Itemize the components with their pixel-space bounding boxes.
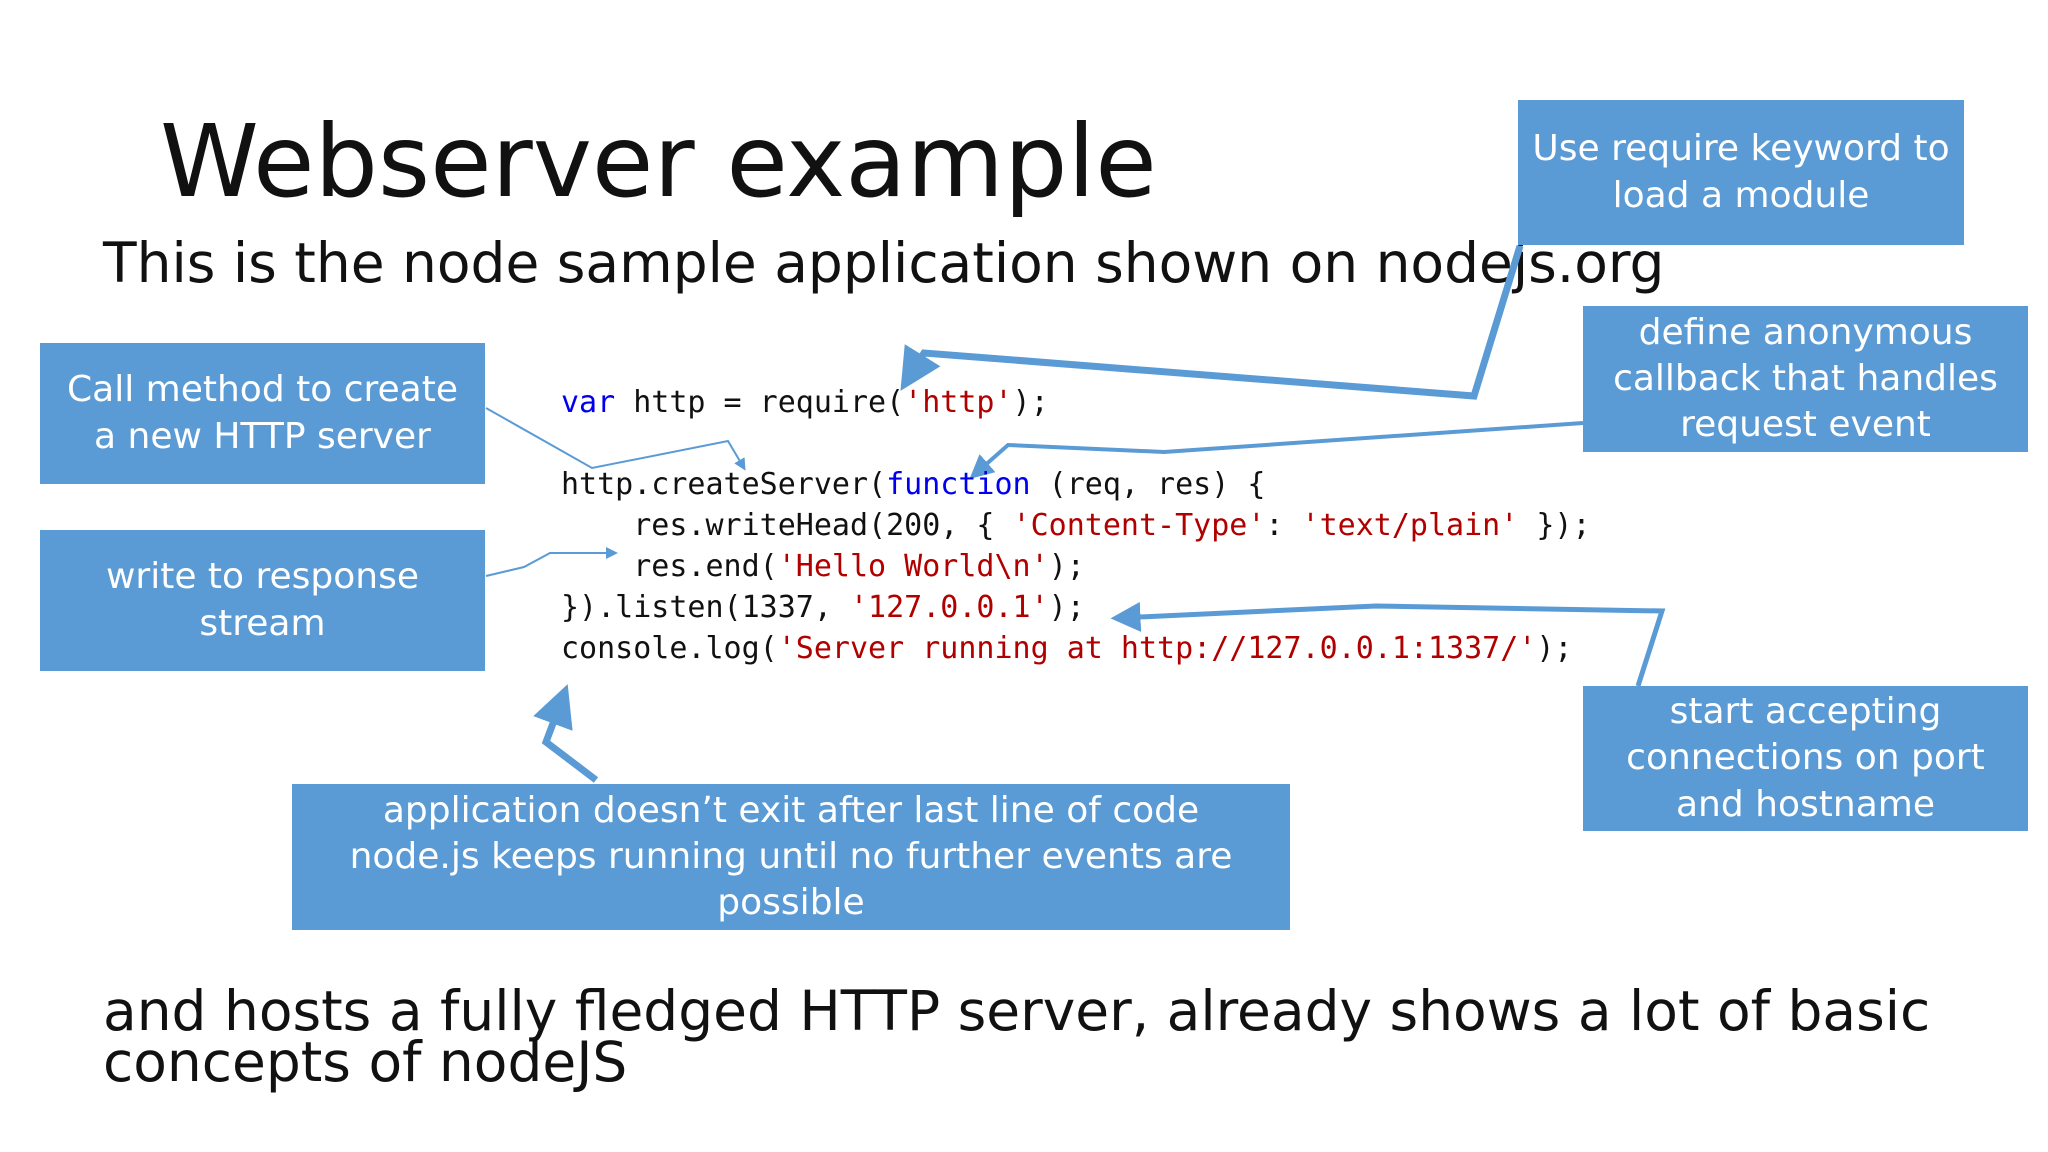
code-string: 'Content-Type' xyxy=(1012,508,1266,543)
callout-listen-line: and hostname xyxy=(1676,783,1935,825)
code-text: ); xyxy=(1536,631,1573,666)
callout-create-server-line: a new HTTP server xyxy=(94,415,431,457)
code-text: }); xyxy=(1518,508,1591,543)
callout-app-running-line: node.js keeps running until no further e… xyxy=(349,835,1233,877)
code-text: ); xyxy=(1012,385,1049,420)
callout-write-response: write to response stream xyxy=(40,530,485,671)
code-text: ); xyxy=(1048,549,1085,584)
arrow-app-running xyxy=(533,684,599,783)
arrow-write-response xyxy=(485,547,618,577)
callout-write-response-line: write to response xyxy=(105,556,420,598)
code-text: res.end( xyxy=(561,549,778,584)
callout-callback-line: define anonymous xyxy=(1638,311,1973,353)
code-text: ); xyxy=(1048,590,1085,625)
callout-app-running-line: application doesn’t exit after last line… xyxy=(382,789,1200,831)
code-line: }).listen(1337, '127.0.0.1'); xyxy=(561,590,1085,631)
code-string: 'Server running at http://127.0.0.1:1337… xyxy=(777,631,1537,666)
callout-require-line: Use require keyword to xyxy=(1532,128,1950,170)
code-text: http.createServer( xyxy=(561,467,887,502)
code-line: var http = require('http'); xyxy=(561,385,1049,426)
slide-footer: and hosts a fully fledged HTTP server, a… xyxy=(103,979,2003,1094)
code-text: console.log( xyxy=(561,631,778,666)
arrow-require xyxy=(900,244,1524,400)
arrow-listen xyxy=(1110,601,1666,687)
code-text: res.writeHead(200, { xyxy=(561,508,1013,543)
code-string: '127.0.0.1' xyxy=(849,590,1049,625)
slide-subtitle: This is the node sample application show… xyxy=(103,231,1665,295)
footer-line: concepts of nodeJS xyxy=(103,1029,628,1094)
arrow-callback xyxy=(969,421,1584,479)
code-string: 'http' xyxy=(904,385,1013,420)
slide-title: Webserver example xyxy=(160,103,1157,220)
callout-callback-line: callback that handles xyxy=(1613,357,1998,399)
code-text: http = require( xyxy=(615,385,905,420)
callout-listen-line: connections on port xyxy=(1626,737,1985,779)
callout-create-server: Call method to create a new HTTP server xyxy=(40,343,485,484)
code-text: }).listen(1337, xyxy=(561,590,850,625)
code-line: console.log('Server running at http://12… xyxy=(561,631,1572,672)
callout-listen-line: start accepting xyxy=(1669,691,1942,733)
callout-write-response-line: stream xyxy=(199,602,326,644)
callout-listen: start accepting connections on port and … xyxy=(1583,686,2028,831)
arrow-create-server xyxy=(485,407,746,471)
callout-require: Use require keyword to load a module xyxy=(1518,100,1964,245)
code-text: (req, res) { xyxy=(1030,467,1266,502)
callout-callback-line: request event xyxy=(1680,404,1931,446)
callout-require-line: load a module xyxy=(1612,174,1870,216)
code-text: : xyxy=(1265,508,1302,543)
code-keyword: function xyxy=(886,467,1031,502)
code-string: 'Hello World\n' xyxy=(777,549,1049,584)
code-keyword: var xyxy=(561,385,616,420)
callout-create-server-line: Call method to create xyxy=(67,369,458,411)
code-string: 'text/plain' xyxy=(1301,508,1519,543)
callout-app-running-line: possible xyxy=(717,882,865,924)
footer-line: and hosts a fully fledged HTTP server, a… xyxy=(103,979,1931,1043)
code-line: http.createServer(function (req, res) { xyxy=(561,467,1265,508)
callout-callback: define anonymous callback that handles r… xyxy=(1583,306,2028,452)
callout-app-running: application doesn’t exit after last line… xyxy=(292,784,1290,930)
code-line: res.end('Hello World\n'); xyxy=(561,549,1085,590)
code-line: res.writeHead(200, { 'Content-Type': 'te… xyxy=(561,508,1591,549)
